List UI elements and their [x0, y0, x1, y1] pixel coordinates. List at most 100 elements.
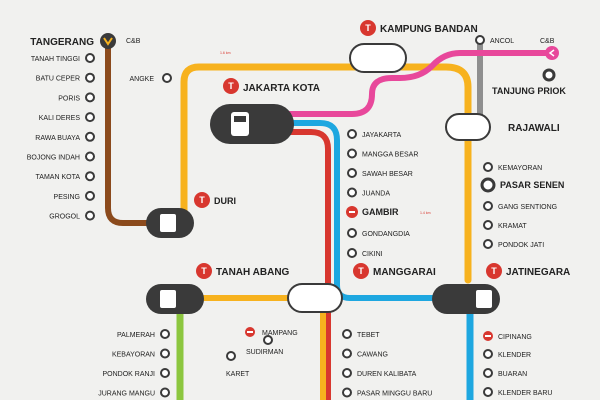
station[interactable]: Buaran: [483, 368, 527, 378]
hub-kampung-bandan[interactable]: T Kampung Bandan: [349, 20, 478, 73]
train-marker-icon: [223, 78, 239, 94]
station-dot: [347, 187, 357, 198]
southwest-line-stations: PalmerahKebayoranPondok RanjiJurang Mang…: [98, 329, 170, 398]
hub-jatinegara[interactable]: T Jatinegara: [432, 263, 570, 314]
station-cipinang[interactable]: Cipinang: [483, 331, 532, 341]
station[interactable]: Klender Baru: [483, 387, 552, 397]
west-line-stations: Tanah TinggiBatu CeperPorisKali DeresRaw…: [27, 53, 95, 221]
station-label: Rawa Buaya: [35, 135, 80, 142]
station-dot: [85, 151, 95, 162]
station-dot: [160, 329, 170, 339]
station[interactable]: Juanda: [347, 187, 390, 198]
hub-manggarai[interactable]: T Manggarai: [287, 263, 436, 313]
train-marker-icon: [486, 263, 502, 279]
station-dot: [347, 168, 357, 178]
station-label-cipinang: Cipinang: [498, 334, 532, 341]
station[interactable]: Tebet: [342, 329, 380, 339]
station[interactable]: Cikini: [347, 248, 383, 258]
station[interactable]: Pondok Jati: [483, 239, 544, 249]
station-angke[interactable]: Angke: [129, 73, 172, 83]
station[interactable]: Kali Deres: [39, 112, 95, 123]
station[interactable]: Pesing: [54, 190, 95, 201]
station[interactable]: Palmerah: [117, 329, 170, 339]
station[interactable]: Gang Sentiong: [483, 201, 557, 211]
station[interactable]: Jayakarta: [347, 129, 401, 139]
station[interactable]: Klender: [483, 349, 531, 359]
train-marker-icon: [196, 263, 212, 279]
station-label-mampang: Mampang: [262, 330, 298, 337]
hub-tanah-abang[interactable]: T Tanah Abang: [146, 263, 290, 314]
station-label: Klender: [498, 352, 531, 359]
distance-label: 1.4 km: [420, 211, 431, 215]
station-dot: [342, 329, 352, 339]
station-label-pasar-senen: Pasar Senen: [500, 180, 564, 190]
station-gambir[interactable]: Gambir: [346, 206, 399, 218]
station[interactable]: Jurang Mangu: [98, 387, 170, 398]
station-dot: [85, 131, 95, 142]
hub-label-jatinegara: Jatinegara: [506, 267, 570, 278]
svg-text:T: T: [201, 266, 207, 276]
station-pasar-senen[interactable]: Pasar Senen: [480, 177, 564, 193]
station[interactable]: Duren Kalibata: [342, 368, 417, 378]
hub-label-jakarta-kota: Jakarta Kota: [243, 83, 320, 94]
station-label: Kemayoran: [498, 165, 542, 172]
station-label: Tanah Tinggi: [31, 56, 80, 63]
station-dot: [483, 220, 493, 230]
station-label: Juanda: [362, 191, 390, 198]
line-yellow: [180, 63, 472, 284]
station-label: Poris: [58, 95, 80, 102]
station-dot: [85, 72, 95, 83]
terminus-tangerang[interactable]: Tangerang C&B: [30, 33, 141, 49]
station[interactable]: Taman Kota: [36, 171, 95, 182]
station[interactable]: Mangga Besar: [347, 148, 418, 159]
south-line-stations: TebetCawangDuren KalibataPasar Minggu Ba…: [342, 329, 432, 398]
line-pink: [267, 50, 551, 117]
station[interactable]: Kramat: [483, 220, 527, 230]
station-label: Grogol: [49, 214, 80, 221]
hub-duri[interactable]: T Duri: [146, 192, 236, 238]
station[interactable]: Tanah Tinggi: [31, 53, 95, 63]
station[interactable]: Cawang: [342, 348, 388, 359]
station-dot: [342, 348, 352, 359]
station-dot: [483, 239, 493, 249]
station-mampang[interactable]: Mampang: [245, 327, 298, 337]
station-label: Pesing: [54, 194, 80, 201]
svg-text:T: T: [491, 266, 497, 276]
station-label: Jayakarta: [362, 132, 401, 139]
station-dot: [160, 368, 170, 378]
station-label: Tebet: [357, 332, 380, 339]
east-line-stations: KemayoranGang SentiongKramatPondok Jati: [483, 162, 557, 249]
hub-jakarta-kota[interactable]: T Jakarta Kota: [210, 78, 320, 144]
station[interactable]: Pasar Minggu Baru: [342, 387, 432, 398]
svg-text:T: T: [365, 23, 371, 33]
terminus-tanjung-priok[interactable]: C&B Ancol Tanjung Priok: [475, 35, 566, 96]
station-dot: [483, 349, 493, 359]
station-label: Sawah Besar: [362, 171, 413, 178]
station-karet[interactable]: Karet: [226, 351, 250, 378]
station-dot: [347, 248, 357, 258]
station-label: Kebayoran: [112, 352, 155, 359]
distance-label: 1.6 km: [220, 51, 231, 55]
svg-text:T: T: [199, 195, 205, 205]
station[interactable]: Poris: [58, 92, 95, 103]
station[interactable]: Batu Ceper: [36, 72, 95, 83]
hub-rajawali[interactable]: Rajawali: [445, 113, 560, 141]
station-sudirman[interactable]: Sudirman: [246, 335, 283, 356]
station-dot: [85, 112, 95, 123]
station[interactable]: Grogol: [49, 210, 95, 221]
station-label: Pondok Jati: [498, 242, 544, 249]
station[interactable]: Rawa Buaya: [35, 131, 95, 142]
station-dot: [85, 171, 95, 182]
station-label: Mangga Besar: [362, 152, 418, 159]
station[interactable]: Sawah Besar: [347, 168, 413, 178]
station[interactable]: Pondok Ranji: [102, 368, 170, 378]
hub-label-duri: Duri: [214, 196, 236, 206]
station[interactable]: Kemayoran: [483, 162, 542, 172]
station-label-gambir: Gambir: [362, 207, 399, 217]
station-dot: [483, 368, 493, 378]
station[interactable]: Kebayoran: [112, 348, 170, 359]
station-dot: [483, 162, 493, 172]
station[interactable]: Bojong Indah: [27, 151, 95, 162]
station[interactable]: Gondangdia: [347, 228, 410, 238]
station-dot: [483, 387, 493, 397]
